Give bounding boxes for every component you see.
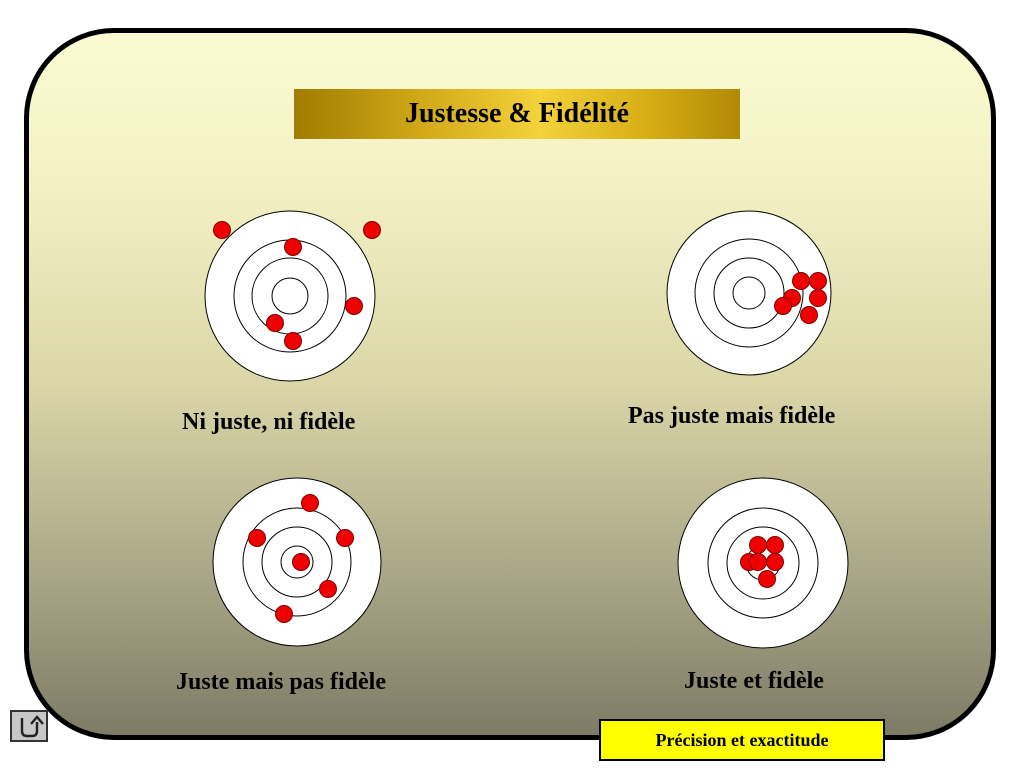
target-ring-2 [713, 257, 785, 329]
footer-box: Précision et exactitude [599, 719, 885, 761]
slide-frame [24, 28, 996, 740]
footer-label: Précision et exactitude [655, 729, 829, 750]
target-ring-2 [261, 526, 333, 598]
target-ring-3 [707, 507, 819, 619]
target-ring-3 [242, 507, 352, 617]
shot-point [213, 221, 231, 239]
back-button[interactable] [10, 710, 48, 742]
shot-point [766, 553, 784, 571]
target-4 [677, 477, 849, 649]
slide-title: Justesse & Fidélité [294, 89, 740, 139]
shot-point [284, 238, 302, 256]
shot-point [275, 605, 293, 623]
shot-point [319, 580, 337, 598]
shot-point [266, 314, 284, 332]
shot-point [345, 297, 363, 315]
slide-title-text: Justesse & Fidélité [405, 98, 629, 129]
shot-point [766, 536, 784, 554]
shot-point [248, 529, 266, 547]
shot-point [792, 272, 810, 290]
shot-point [749, 536, 767, 554]
target-3 [212, 477, 382, 647]
return-arrow-icon [20, 715, 44, 738]
shot-point [758, 570, 776, 588]
shot-point [774, 297, 792, 315]
shot-point [749, 553, 767, 571]
shot-point [292, 553, 310, 571]
target-ring-2 [726, 526, 800, 600]
target-ring-outer [204, 210, 376, 382]
target-ring-3 [694, 238, 804, 348]
target-3-label: Juste mais pas fidèle [176, 669, 386, 695]
target-ring-outer [666, 210, 832, 376]
shot-point [800, 306, 818, 324]
target-1 [204, 210, 381, 382]
target-2-label: Pas juste mais fidèle [628, 403, 836, 429]
shot-point [809, 272, 827, 290]
shot-point [363, 221, 381, 239]
target-4-label: Juste et fidèle [684, 668, 824, 694]
shot-point [809, 289, 827, 307]
target-bullseye [280, 545, 314, 579]
target-bullseye [271, 277, 309, 315]
shot-point [336, 529, 354, 547]
shot-point [301, 494, 319, 512]
shot-point [284, 332, 302, 350]
target-bullseye [732, 276, 766, 310]
target-1-label: Ni juste, ni fidèle [182, 409, 356, 435]
target-2 [666, 210, 832, 376]
